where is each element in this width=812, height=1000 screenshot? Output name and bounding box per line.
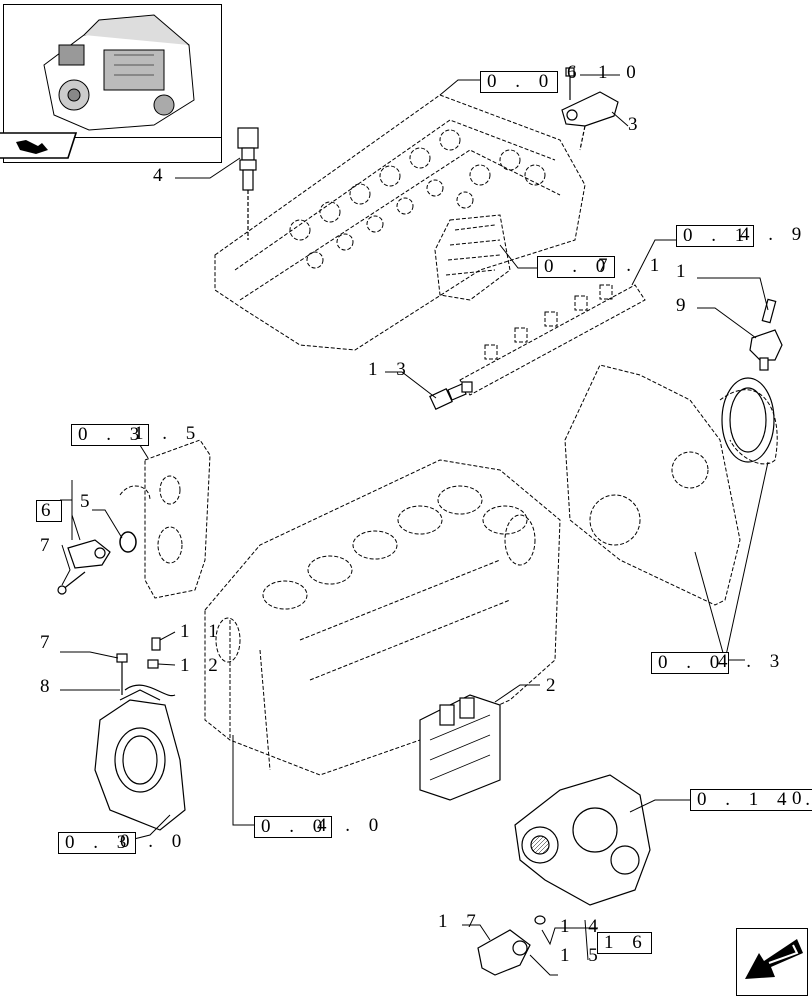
ref-3: 3 [628,114,645,135]
ref-box-0-06-text: 0 . 0 [487,71,556,92]
boost-sensor-drawing [561,67,619,151]
fuel-pump-drawing [514,774,651,906]
ref-box-0-07-1-text: 0 . 0 [544,256,613,277]
ref-box-0-14-0-text: 0 . 1 4 . [697,789,812,810]
ref-14: 1 4 [560,916,605,937]
engine-thumbnail-frame [3,4,222,163]
pressure-regulator-drawing [477,915,546,976]
cam-sensor-harness-drawing [116,637,176,697]
ref-box-6[interactable]: 6 [36,500,62,522]
temperature-sensor-drawing [237,127,259,240]
ref-box-0-04-0-suffix: 4 . 0 [317,815,386,836]
ref-7a: 7 [40,535,57,556]
ref-box-0-31-5-text: 0 . 3 [78,424,147,445]
ref-box-16[interactable]: 1 6 [597,932,652,954]
ref-2: 2 [546,675,563,696]
ref-box-0-06-suffix: 6 [567,62,584,83]
ref-box-0-14-0-suffix: 0 [792,788,809,809]
ref-box-16-text: 1 6 [604,932,649,953]
ref-box-0-04-3[interactable]: 0 . 0 [651,652,730,674]
ref-box-0-04-0-text: 0 . 0 [261,816,330,837]
cylinder-head-drawing [214,94,586,351]
ref-box-0-04-3-suffix: 4 . 3 [718,651,787,672]
ref-1: 1 [676,261,693,282]
arrow-left-down-icon [745,939,803,979]
ref-box-0-14-9[interactable]: 0 . 1 [676,225,755,247]
ref-box-0-07-1-suffix: 7 . 1 [598,255,667,276]
ref-box-0-30-0-text: 0 . 3 [65,832,134,853]
ref-box-0-30-0[interactable]: 0 . 3 [58,832,137,854]
cylinder-block-drawing [204,459,561,776]
front-cover-drawing [94,689,186,831]
thumbnail-divider [4,137,221,138]
speed-sensor-drawing [749,298,783,371]
ref-box-0-14-9-text: 0 . 1 [683,225,752,246]
oil-pressure-sensor-drawing [57,539,111,595]
engine-thumbnail-icon [43,14,195,131]
ref-17: 1 7 [438,911,483,932]
oil-cooler-cover-drawing [119,439,211,599]
ref-11: 1 1 [180,621,225,642]
book-arrow-icon[interactable] [0,132,78,160]
ref-box-0-06[interactable]: 0 . 0 [480,71,559,93]
ref-box-0-31-5-suffix: 1 . 5 [134,423,203,444]
ref-box-0-04-0[interactable]: 0 . 0 [254,816,333,838]
next-page-button[interactable] [736,928,808,996]
ref-8: 8 [40,676,57,697]
ref-9: 9 [676,295,693,316]
ref-box-0-14-0[interactable]: 0 . 1 4 . [690,789,812,811]
ref-box-6-text: 6 [41,500,58,521]
ref-12: 1 2 [180,655,225,676]
ref-15: 1 5 [560,945,605,966]
ecu-module-drawing [419,694,501,801]
ref-box-0-30-0-suffix: 0 . 0 [120,831,189,852]
o-ring-drawing [119,531,137,553]
ref-box-0-04-3-text: 0 . 0 [658,652,727,673]
rail-pressure-sensor-drawing [429,381,473,410]
timing-cover-drawing [564,364,778,606]
ref-4: 4 [153,165,170,186]
fuel-rail-drawing [459,284,646,396]
tone-wheel-drawing [721,377,775,463]
ref-box-0-07-1[interactable]: 0 . 0 [537,256,616,278]
ref-box-0-31-5[interactable]: 0 . 3 [71,424,150,446]
ref-13: 1 3 [368,359,413,380]
ref-box-0-14-9-suffix: 4 . 9 [740,224,809,245]
ref-7b: 7 [40,632,57,653]
ref-5: 5 [80,491,97,512]
ref-10: 1 0 [598,62,643,83]
